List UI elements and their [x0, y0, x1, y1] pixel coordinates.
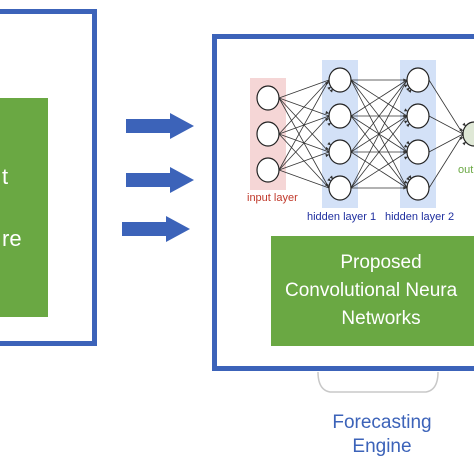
edge-arrowhead — [406, 140, 410, 145]
connection-edge — [428, 133, 464, 153]
arrow-icon — [126, 167, 194, 193]
edge-arrowhead — [329, 88, 334, 93]
connection-edge — [350, 79, 408, 189]
edge-arrowhead — [406, 123, 410, 128]
neuron-node — [328, 139, 352, 165]
edge-arrowhead — [408, 175, 412, 180]
hidden-layer-1-label: hidden layer 1 — [307, 211, 377, 223]
edge-arrowhead — [403, 78, 407, 82]
bracket — [317, 372, 439, 393]
output-layer-label: out — [458, 164, 474, 176]
edge-arrowhead — [327, 86, 332, 91]
edge-arrowhead — [329, 175, 334, 180]
caption-line-2: Engine — [352, 436, 412, 457]
neuron-node — [328, 67, 352, 93]
connection-edge — [278, 151, 330, 171]
edge-arrowhead — [462, 122, 467, 127]
forecasting-engine-caption: Forecasting Engine — [307, 411, 457, 459]
edge-arrowhead — [406, 176, 410, 181]
edge-arrowhead — [325, 154, 330, 158]
cnn-line-1: Proposed — [340, 252, 422, 273]
caption-line-1: Forecasting — [332, 412, 432, 433]
edge-arrowhead — [327, 141, 332, 146]
connection-edge — [428, 79, 464, 135]
neuron-node — [256, 157, 280, 183]
neuron-node — [406, 67, 430, 93]
edge-arrowhead — [327, 122, 332, 127]
neuron-node — [328, 175, 352, 201]
neuron-node — [328, 103, 352, 129]
connection-edge — [278, 79, 330, 135]
connection-edge — [350, 115, 408, 189]
arrow-icon — [126, 113, 194, 139]
connection-edge — [278, 79, 330, 99]
neuron-node — [462, 121, 474, 147]
connection-edge — [350, 151, 408, 189]
neuron-node — [256, 121, 280, 147]
edge-arrowhead — [406, 87, 410, 92]
connection-edge — [350, 79, 408, 153]
edge-arrowhead — [404, 180, 409, 184]
hidden-layer-2-label: hidden layer 2 — [385, 211, 455, 223]
left-box-line-1: t — [2, 164, 9, 189]
edge-arrowhead — [459, 128, 464, 131]
connection-edge — [278, 169, 330, 189]
left-green-box: t re — [0, 98, 48, 317]
edge-arrowhead — [404, 156, 409, 160]
cnn-box: Proposed Convolutional Neura Networks — [271, 236, 474, 346]
edge-arrowhead — [325, 146, 330, 150]
neuron-node — [406, 103, 430, 129]
neuron-node — [406, 139, 430, 165]
connection-edge — [278, 115, 330, 171]
connection-edge — [278, 79, 330, 171]
edge-arrowhead — [404, 120, 409, 124]
edge-arrowhead — [404, 84, 409, 88]
neuron-node — [406, 175, 430, 201]
edge-arrowhead — [408, 88, 412, 93]
cnn-line-3: Networks — [341, 308, 421, 329]
edge-arrowhead — [403, 114, 407, 118]
edge-arrowhead — [404, 144, 409, 148]
left-box-line-2: re — [2, 226, 22, 251]
edge-arrowhead — [462, 141, 467, 146]
edge-arrowhead — [325, 110, 330, 114]
edge-arrowhead — [403, 186, 407, 190]
connection-edge — [350, 79, 408, 117]
cnn-line-2: Convolutional Neura — [285, 280, 458, 301]
edge-arrowhead — [327, 177, 332, 182]
arrow-icon — [122, 216, 190, 242]
neuron-node — [256, 85, 280, 111]
edge-arrowhead — [403, 150, 407, 154]
edge-arrowhead — [325, 182, 330, 186]
edge-arrowhead — [404, 108, 409, 112]
input-layer-label: input layer — [247, 192, 298, 204]
connection-edge — [428, 133, 464, 189]
connection-edge — [428, 115, 464, 135]
